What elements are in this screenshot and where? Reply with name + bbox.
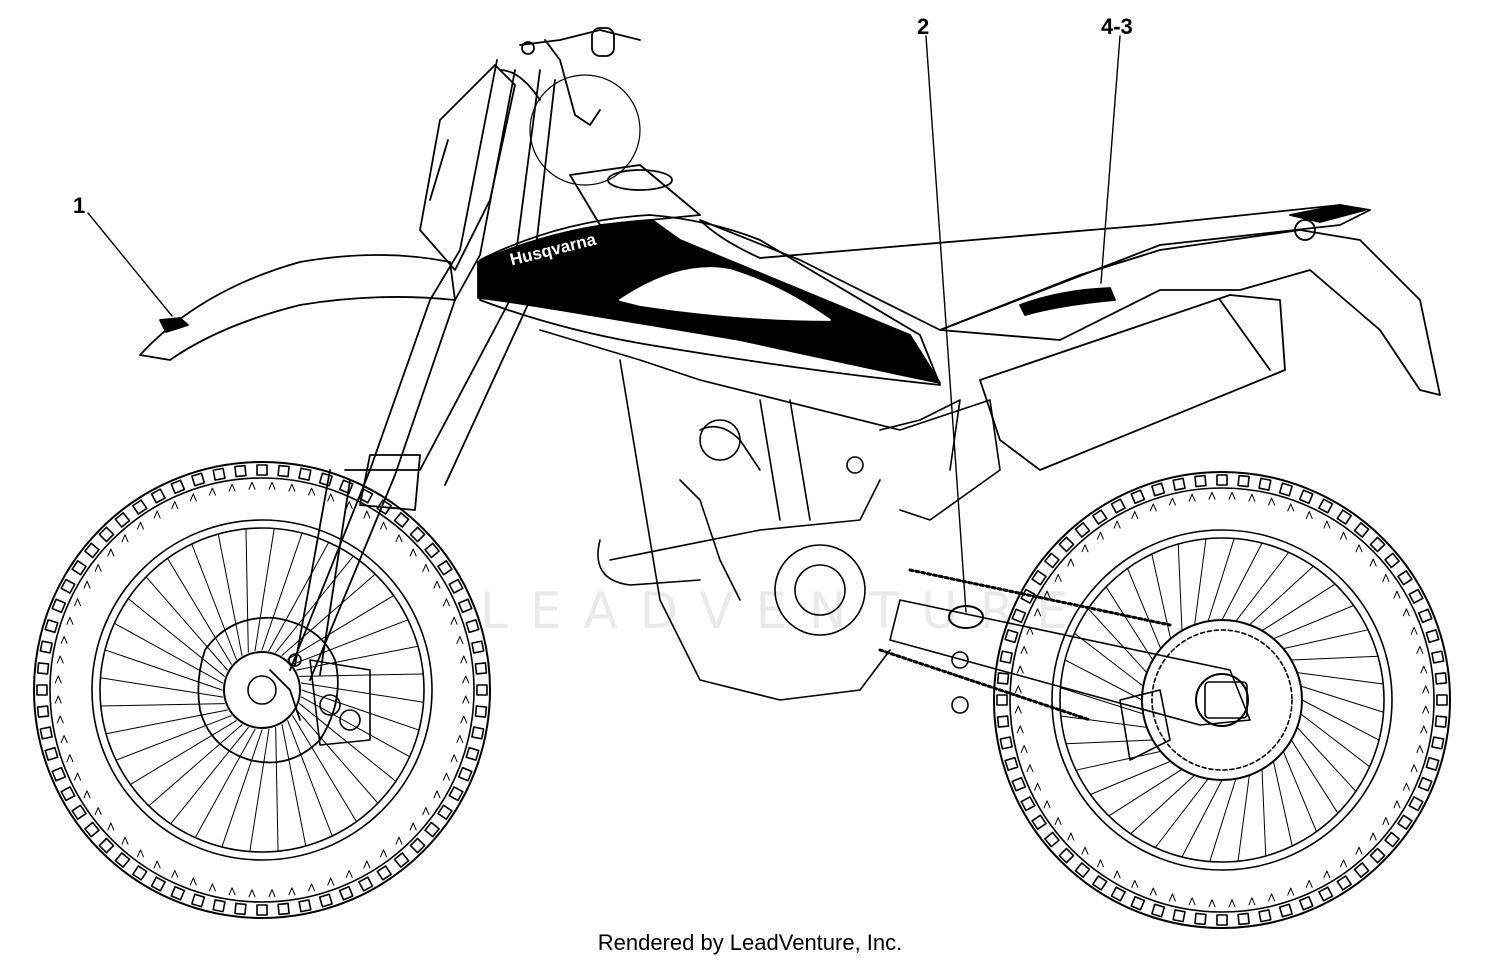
fuel-tank-shroud — [477, 164, 941, 386]
callout-2[interactable]: 2 — [917, 14, 930, 39]
exhaust-muffler — [979, 294, 1286, 471]
front-fender — [139, 254, 456, 361]
seat — [699, 204, 1371, 331]
side-panel — [939, 219, 1441, 396]
front-wheel — [33, 461, 491, 919]
handlebar — [499, 27, 641, 186]
footer-credit: Rendered by LeadVenture, Inc. — [597, 930, 903, 955]
callout-4-3[interactable]: 4-3 — [1101, 14, 1133, 39]
callout-1[interactable]: 1 — [73, 193, 86, 218]
leader-2 — [925, 35, 967, 613]
watermark-text: LEADVENTURE — [480, 582, 1090, 640]
callout-leaders — [87, 35, 1121, 613]
swingarm-chain — [878, 568, 1251, 726]
rear-wheel — [993, 471, 1451, 929]
front-plate — [419, 64, 516, 271]
leader-4-3 — [1100, 35, 1121, 284]
leader-1 — [87, 212, 173, 317]
engine-frame — [539, 329, 1001, 714]
